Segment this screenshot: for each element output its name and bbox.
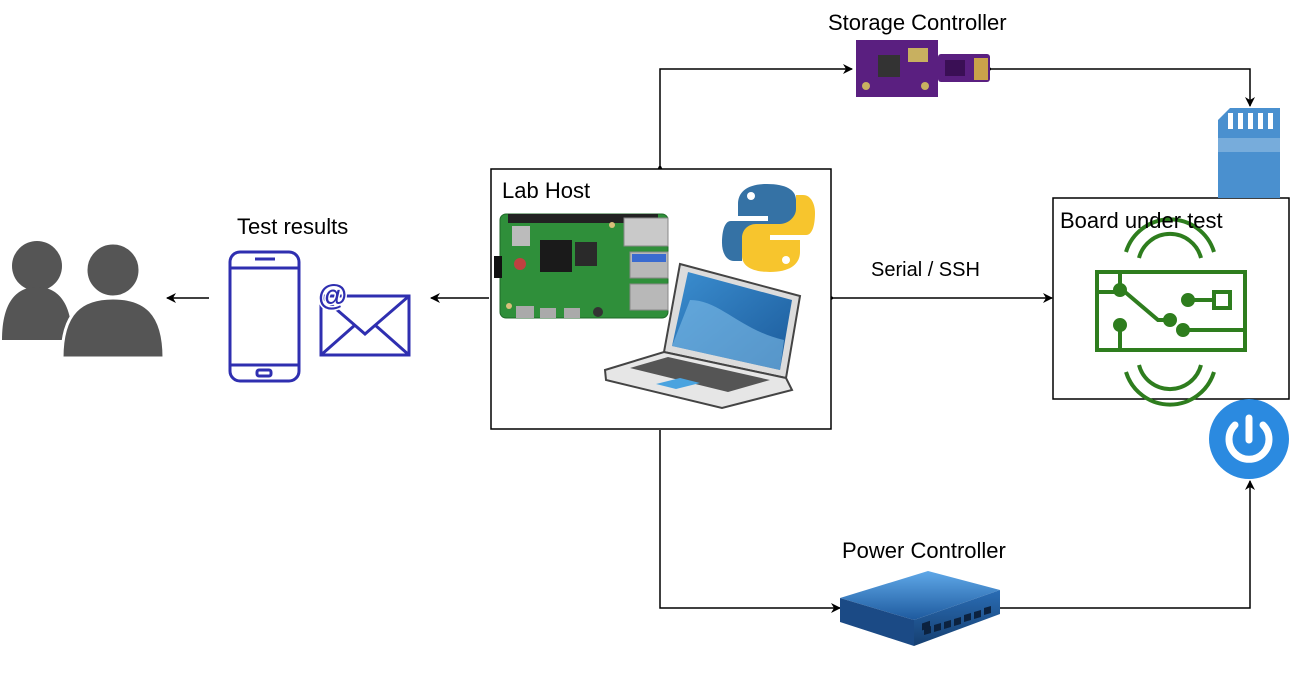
connector-storage-sdcard [983, 64, 1255, 107]
storage-mux-board-icon [856, 40, 990, 97]
python-logo-icon [722, 184, 815, 272]
network-switch-icon [840, 571, 1000, 646]
test-results-label: Test results [237, 214, 349, 239]
connectors [166, 64, 1255, 613]
laptop-icon [603, 262, 802, 410]
email-icon: @ [317, 278, 411, 357]
board-under-test-label: Board under test [1060, 208, 1223, 233]
users-icon [2, 241, 166, 360]
lab-host-label: Lab Host [502, 178, 591, 203]
connector-host-power [659, 430, 841, 613]
storage-controller-label: Storage Controller [828, 10, 1007, 35]
power-controller-label: Power Controller [842, 538, 1006, 563]
raspberry-pi-board-icon [494, 213, 669, 319]
sd-card-icon [1218, 108, 1280, 198]
connector-host-storage [655, 64, 853, 174]
board-under-test-box [1052, 197, 1290, 400]
power-button-icon [1209, 399, 1289, 479]
circuit-board-icon [1095, 217, 1247, 407]
connector-power-board [1000, 480, 1255, 609]
smartphone-icon [228, 250, 301, 383]
serial-ssh-label: Serial / SSH [871, 259, 980, 281]
svg-text:@: @ [318, 279, 347, 312]
